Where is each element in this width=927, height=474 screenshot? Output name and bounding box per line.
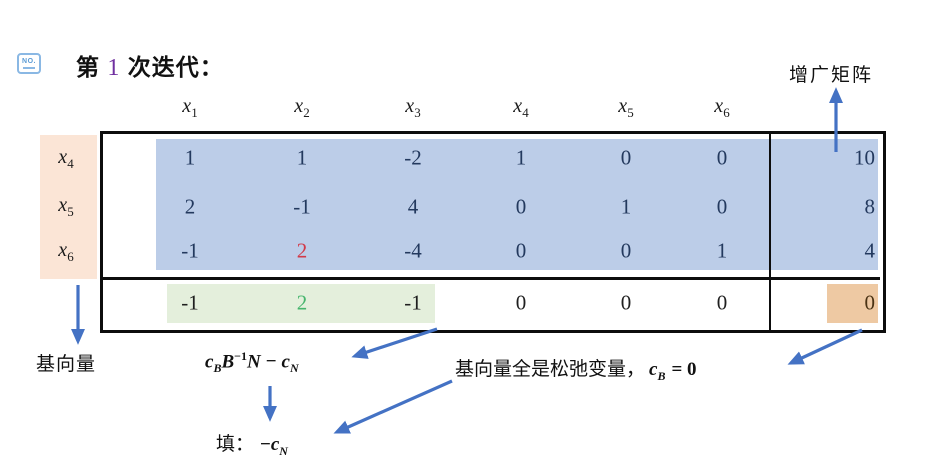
note-var: c: [649, 359, 658, 380]
var-sub: 4: [67, 156, 74, 171]
col-header-x4: x4: [513, 95, 528, 121]
matrix-cell: 1: [515, 145, 527, 170]
formula-c2-sub: N: [289, 361, 299, 376]
note-var-sub: B: [657, 368, 666, 383]
matrix-cell: 1: [620, 194, 632, 219]
row-header-x5: x5: [58, 194, 73, 220]
note-eq: = 0: [671, 359, 697, 380]
badge-label: NO.: [22, 58, 36, 65]
badge-underline: [23, 67, 35, 69]
page-title: 第 1 次迭代：: [76, 48, 224, 82]
col-header-x3: x3: [405, 95, 420, 121]
matrix-cell: 0: [620, 145, 632, 170]
var-sub: 6: [723, 105, 730, 120]
rhs-value: 4: [864, 238, 876, 263]
matrix-cell: -4: [404, 238, 422, 263]
fill-minus: −: [260, 434, 271, 455]
title-prefix: 第: [76, 54, 108, 80]
col-header-x2: x2: [294, 95, 309, 121]
objective-cell: 0: [620, 290, 632, 315]
fill-var-sub: N: [279, 443, 288, 458]
iteration-number: 1: [107, 55, 121, 81]
var-base: x: [618, 95, 628, 117]
row-header-x6: x6: [58, 239, 73, 265]
objective-value-cell: 0: [864, 290, 876, 315]
var-base: x: [405, 95, 415, 117]
objective-cell: 0: [716, 290, 728, 315]
var-sub: 3: [414, 105, 421, 120]
var-base: x: [513, 95, 523, 117]
matrix-cell: 0: [620, 238, 632, 263]
row-header-x4: x4: [58, 146, 73, 172]
fill-note: 填：−cN: [216, 429, 288, 459]
arrow-green-row-to-formula: [351, 327, 438, 359]
var-base: x: [58, 239, 68, 261]
note-text: 基向量全是松弛变量，: [455, 359, 646, 380]
fill-var: c: [270, 434, 280, 455]
objective-value-highlight: [827, 284, 878, 323]
objective-separator-line: [103, 277, 880, 280]
var-sub: 1: [191, 105, 198, 120]
formula-N: N: [246, 351, 261, 373]
formula-B-sup: −1: [234, 349, 247, 363]
matrix-cell: 1: [716, 238, 728, 263]
matrix-cell: 1: [296, 145, 308, 170]
col-header-x1: x1: [182, 95, 197, 121]
objective-cell: -1: [404, 290, 422, 315]
var-sub: 4: [522, 105, 529, 120]
slack-variable-note: 基向量全是松弛变量，cB= 0: [455, 354, 697, 384]
var-sub: 5: [627, 105, 634, 120]
matrix-cell: 1: [184, 145, 196, 170]
reduced-cost-formula: cBB−1N−cN: [205, 349, 299, 376]
entering-cell-green: 2: [296, 290, 308, 315]
reduced-cost-highlight: [167, 284, 435, 323]
var-sub: 5: [67, 204, 74, 219]
var-base: x: [294, 95, 304, 117]
fill-math: −cN: [254, 434, 288, 458]
arrow-objective-cell-to-note: [787, 328, 863, 365]
var-sub: 6: [67, 249, 74, 264]
matrix-cell: -1: [181, 238, 199, 263]
col-header-x6: x6: [714, 95, 729, 121]
rhs-divider-line: [769, 134, 771, 330]
title-suffix: 次迭代：: [120, 54, 224, 80]
matrix-cell: 4: [407, 194, 419, 219]
var-base: x: [58, 146, 68, 168]
matrix-cell: 2: [184, 194, 196, 219]
augmented-matrix-label: 增广矩阵: [789, 65, 874, 86]
col-header-x5: x5: [618, 95, 633, 121]
pivot-cell-red: 2: [296, 238, 308, 263]
arrow-note-to-minus-cn: [333, 379, 453, 434]
var-base: x: [58, 194, 68, 216]
tableau-border: [100, 131, 886, 333]
matrix-cell: -1: [293, 194, 311, 219]
basis-column-highlight: [40, 135, 97, 279]
matrix-cell: 0: [515, 238, 527, 263]
formula-c2: c: [281, 351, 290, 373]
note-cb: cB: [645, 359, 666, 383]
matrix-cell: 0: [716, 194, 728, 219]
var-base: x: [714, 95, 724, 117]
rhs-value: 8: [864, 194, 876, 219]
var-base: x: [182, 95, 192, 117]
matrix-cell: -2: [404, 145, 422, 170]
formula-B: B: [221, 351, 235, 373]
var-sub: 2: [303, 105, 310, 120]
augmented-matrix-highlight: [156, 139, 878, 270]
objective-cell: 0: [515, 290, 527, 315]
formula-minus: −: [265, 351, 277, 373]
matrix-cell: 0: [515, 194, 527, 219]
matrix-cell: 0: [716, 145, 728, 170]
slide-number-badge-icon: NO.: [17, 53, 41, 74]
basis-vector-label: 基向量: [36, 354, 97, 375]
objective-cell: -1: [181, 290, 199, 315]
fill-label: 填：: [216, 434, 255, 455]
formula-c1: c: [205, 351, 214, 373]
formula-c1-sub: B: [213, 361, 222, 376]
rhs-value: 10: [854, 145, 875, 170]
